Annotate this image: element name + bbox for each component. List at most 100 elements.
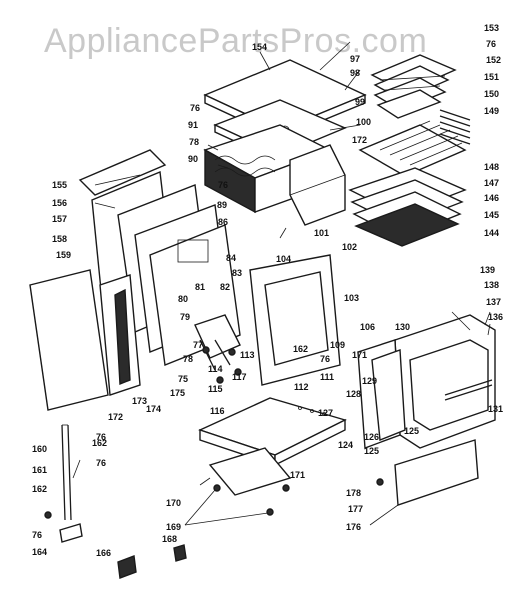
callout-103: 103	[344, 293, 359, 303]
callout-171: 171	[290, 470, 305, 480]
callout-149: 149	[484, 106, 499, 116]
callout-172: 172	[352, 135, 367, 145]
callout-83: 83	[232, 268, 242, 278]
callout-156: 156	[52, 198, 67, 208]
callout-116: 116	[210, 406, 225, 416]
callout-146: 146	[484, 193, 499, 203]
callout-176: 176	[346, 522, 361, 532]
callout-86: 86	[218, 217, 228, 227]
callout-130: 130	[395, 322, 410, 332]
callout-158: 158	[52, 234, 67, 244]
broil-pan-stack	[370, 54, 457, 119]
callout-76: 76	[96, 432, 106, 442]
callout-104: 104	[276, 254, 291, 264]
callout-169: 169	[166, 522, 181, 532]
callout-82: 82	[220, 282, 230, 292]
valve-assembly	[194, 314, 242, 384]
callout-128: 128	[346, 389, 361, 399]
callout-160: 160	[32, 444, 47, 454]
callout-164: 164	[32, 547, 47, 557]
insulation-panel	[99, 274, 141, 396]
callout-151: 151	[484, 72, 499, 82]
callout-75: 75	[178, 374, 188, 384]
callout-97: 97	[350, 54, 360, 64]
callout-131: 131	[488, 404, 503, 414]
kick-plate	[208, 447, 292, 516]
side-duct	[289, 144, 346, 226]
callout-124: 124	[338, 440, 353, 450]
callout-178: 178	[346, 488, 361, 498]
callout-172: 172	[108, 412, 123, 422]
callout-174: 174	[146, 404, 161, 414]
callout-77: 77	[193, 340, 203, 350]
callout-91: 91	[188, 120, 198, 130]
callout-76: 76	[96, 458, 106, 468]
callout-114: 114	[208, 364, 223, 374]
storage-drawer-panel	[394, 439, 479, 506]
door-frame	[249, 254, 341, 386]
callout-117: 117	[232, 372, 247, 382]
callout-81: 81	[195, 282, 205, 292]
part-number-callouts: 153 154 76 152 97 98 151 150 149 76 99 1…	[32, 23, 503, 558]
callout-113: 113	[240, 350, 255, 360]
callout-139: 139	[480, 265, 495, 275]
callout-76: 76	[32, 530, 42, 540]
callout-106: 106	[360, 322, 375, 332]
callout-125: 125	[364, 446, 379, 456]
callout-79: 79	[180, 312, 190, 322]
oven-rack	[358, 120, 467, 177]
callout-162: 162	[32, 484, 47, 494]
callout-147: 147	[484, 178, 499, 188]
callout-159: 159	[56, 250, 71, 260]
callout-177: 177	[348, 504, 363, 514]
callout-102: 102	[342, 242, 357, 252]
callout-90: 90	[188, 154, 198, 164]
callout-125: 125	[404, 426, 419, 436]
callout-126: 126	[364, 432, 379, 442]
callout-148: 148	[484, 162, 499, 172]
callout-101: 101	[314, 228, 329, 238]
callout-129: 129	[362, 376, 377, 386]
callout-115: 115	[208, 384, 223, 394]
callout-173: 173	[132, 396, 147, 406]
leader-lines	[72, 41, 491, 526]
oven-bottom-pans	[348, 167, 467, 247]
callout-89: 89	[217, 200, 227, 210]
callout-154: 154	[252, 42, 267, 52]
callout-152: 152	[486, 55, 501, 65]
callout-171: 171	[352, 350, 367, 360]
support-rod	[61, 424, 72, 521]
callout-76: 76	[486, 39, 496, 49]
callout-76: 76	[218, 180, 228, 190]
callout-84: 84	[226, 253, 236, 263]
callout-162: 162	[92, 438, 107, 448]
callout-145: 145	[484, 210, 499, 220]
callout-150: 150	[484, 89, 499, 99]
oven-door	[357, 314, 496, 449]
callout-137: 137	[486, 297, 501, 307]
callout-153: 153	[484, 23, 499, 33]
callout-80: 80	[178, 294, 188, 304]
callout-78: 78	[183, 354, 193, 364]
watermark-text: AppliancePartsPros.com	[44, 22, 428, 60]
callout-98: 98	[350, 68, 360, 78]
callout-136: 136	[488, 312, 503, 322]
callout-170: 170	[166, 498, 181, 508]
callout-112: 112	[294, 382, 309, 392]
callout-175: 175	[170, 388, 185, 398]
callout-76: 76	[320, 354, 330, 364]
callout-166: 166	[96, 548, 111, 558]
callout-100: 100	[356, 117, 371, 127]
callout-138: 138	[484, 280, 499, 290]
callout-157: 157	[52, 214, 67, 224]
callout-168: 168	[162, 534, 177, 544]
rack-supports	[439, 109, 471, 145]
callout-76: 76	[190, 103, 200, 113]
callout-127: 127	[318, 408, 333, 418]
left-side-panel	[29, 269, 109, 411]
callout-78: 78	[189, 137, 199, 147]
oven-liner	[117, 184, 241, 366]
callout-161: 161	[32, 465, 47, 475]
